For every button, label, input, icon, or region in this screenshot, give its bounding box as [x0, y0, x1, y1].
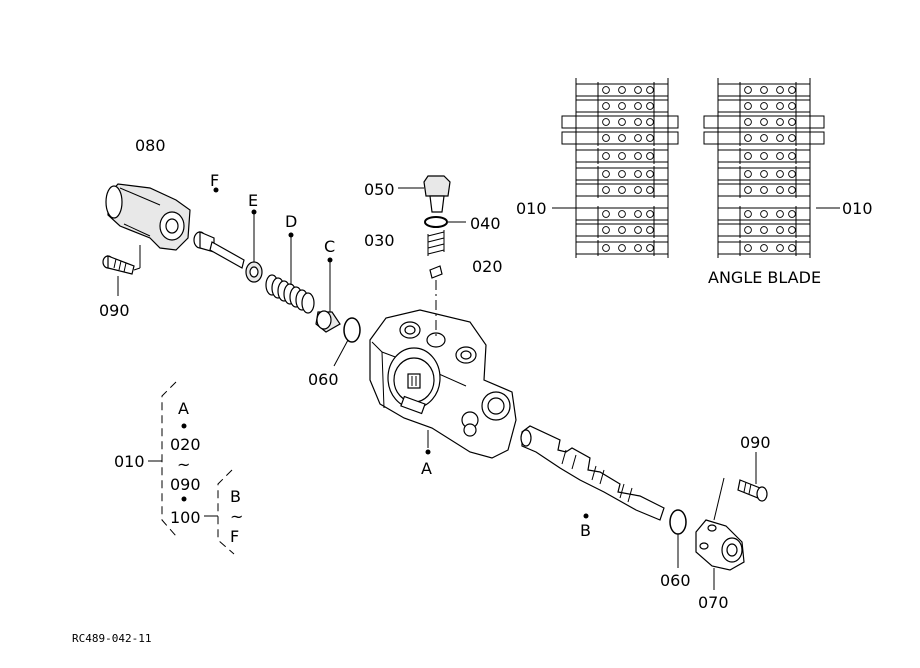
plug-050: [423, 175, 451, 213]
label-010-right: 010: [842, 199, 873, 218]
label-050: 050: [364, 180, 395, 199]
reference-code: RC489-042-11: [72, 632, 151, 645]
label-060-right: 060: [660, 571, 691, 590]
legend-F: F: [230, 527, 239, 546]
spring-030: [427, 230, 445, 256]
valve-stack-standard: [561, 78, 679, 258]
label-040: 040: [470, 214, 501, 233]
dot-D: [288, 232, 294, 238]
dot-B: [583, 513, 589, 519]
spring-D: [265, 274, 315, 314]
o-ring-040: [424, 216, 448, 228]
spool-F: [193, 231, 245, 269]
legend-A: A: [178, 399, 189, 418]
label-060-left: 060: [308, 370, 339, 389]
leader-060-left: [333, 339, 349, 367]
legend-010: 010: [114, 452, 145, 471]
label-090-right: 090: [740, 433, 771, 452]
cap-080: [105, 183, 191, 251]
bolt-090-right: [737, 479, 768, 502]
legend-B: B: [230, 487, 241, 506]
letter-F: F: [210, 171, 219, 190]
label-010-left: 010: [516, 199, 547, 218]
main-spool: [520, 425, 665, 521]
legend-brackets: [148, 381, 235, 555]
dot-C: [327, 257, 333, 263]
legend-090: 090: [170, 475, 201, 494]
legend-020: 020: [170, 435, 201, 454]
o-ring-060-right: [669, 509, 687, 535]
valve-stack-angle-blade: [703, 78, 825, 258]
letter-B: B: [580, 521, 591, 540]
label-090-left: 090: [99, 301, 130, 320]
spacer-C: [315, 310, 341, 333]
dot-A-body: [425, 449, 431, 455]
label-030: 030: [364, 231, 395, 250]
bolt-090-left: [102, 255, 135, 275]
letter-D: D: [285, 212, 297, 231]
cap-070: [695, 519, 745, 571]
legend-tilde-1: ~: [177, 455, 190, 474]
leader-080b: [133, 267, 141, 271]
label-080: 080: [135, 136, 166, 155]
dot-E: [251, 209, 257, 215]
letter-A-body: A: [421, 459, 432, 478]
letter-E: E: [248, 191, 258, 210]
dot-F: [213, 187, 219, 193]
o-ring-060-left: [343, 317, 361, 343]
label-angle-blade: ANGLE BLADE: [708, 268, 821, 287]
label-020: 020: [472, 257, 503, 276]
leader-070b: [713, 477, 725, 521]
poppet-020: [429, 265, 443, 279]
valve-body-A: [369, 309, 517, 459]
legend-tilde-2: ~: [230, 507, 243, 526]
letter-C: C: [324, 237, 335, 256]
label-070: 070: [698, 593, 729, 612]
legend-100: 100: [170, 508, 201, 527]
retainer-E: [245, 261, 263, 283]
